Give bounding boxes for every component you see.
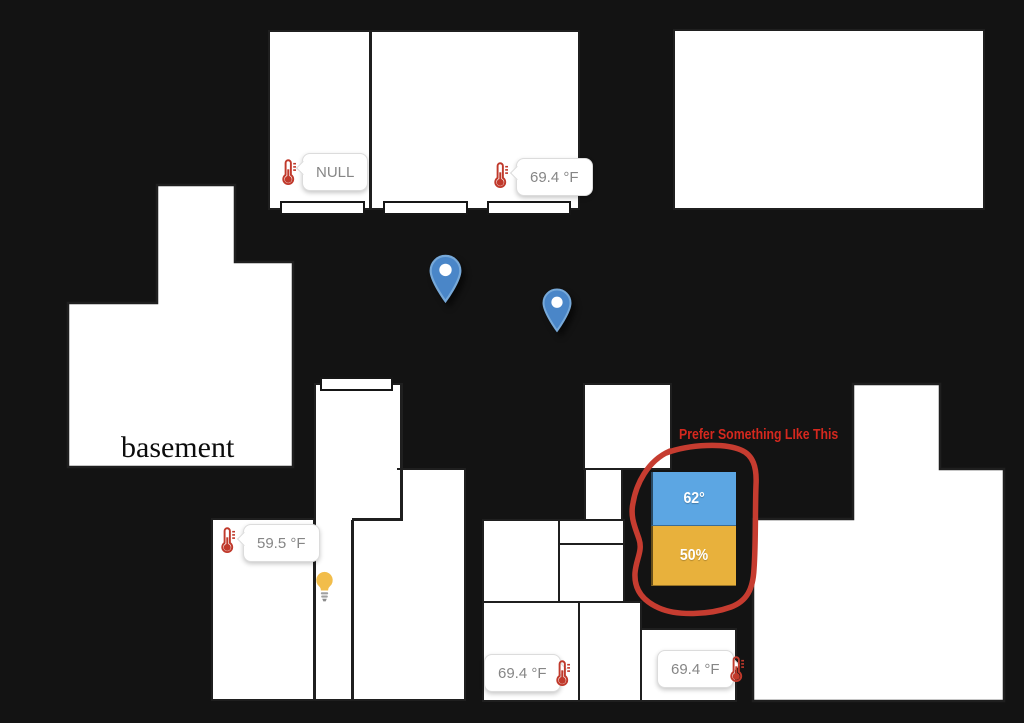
wall-center-vertical [400,385,403,520]
sensor-value: 59.5 °F [257,534,306,552]
room-center-column [314,383,403,701]
door-upper-left-3 [487,201,571,215]
sensor-badge-upper-right[interactable]: 69.4 °F [509,158,593,196]
sensor-badge-lower-middle[interactable]: 69.4 °F [484,654,567,692]
room-basement [66,183,295,469]
room-cluster-c [558,543,625,603]
sensor-badge-lower-right[interactable]: 69.4 °F [657,650,740,688]
wall-center-horizontal [352,518,403,521]
room-center-wide [397,468,466,701]
thermometer-icon[interactable] [492,161,508,190]
door-upper-left-2 [383,201,468,215]
map-pin-icon[interactable] [429,254,462,304]
basement-label: basement [121,431,235,464]
room-cluster-connector [584,470,623,519]
widget-humidity-box[interactable]: 50% [651,526,736,586]
map-pin-icon[interactable] [542,287,572,334]
thermometer-icon[interactable] [280,158,296,187]
lightbulb-icon[interactable] [314,571,335,604]
sensor-badge-mid-left[interactable]: 59.5 °F [236,524,320,562]
room-upper-right-building [673,29,985,210]
sensor-value: 69.4 °F [530,168,579,186]
widget-temperature-value: 62° [683,489,706,507]
sensor-badge-upper-left[interactable]: NULL [295,153,369,191]
thermostat-widget[interactable]: 62° 50% [651,472,736,586]
thermometer-icon[interactable] [554,659,570,688]
door-upper-left-1 [280,201,365,215]
wall-center-strip [351,520,354,699]
room-right-building [751,382,1006,703]
sensor-value: 69.4 °F [498,664,547,682]
door-center-column [320,377,393,391]
wall-upper-building-divider [369,32,372,208]
annotation-text: Prefer Something LIke This [679,426,839,443]
sensor-value: 69.4 °F [671,660,720,678]
sensor-value: NULL [316,163,355,181]
thermometer-icon[interactable] [219,526,235,555]
room-cluster-b [558,519,625,545]
annotation-circle [629,442,759,617]
widget-humidity-value: 50% [680,546,709,564]
room-cluster-a [482,519,560,603]
widget-temperature-box[interactable]: 62° [651,472,736,526]
thermometer-icon[interactable] [728,655,744,684]
